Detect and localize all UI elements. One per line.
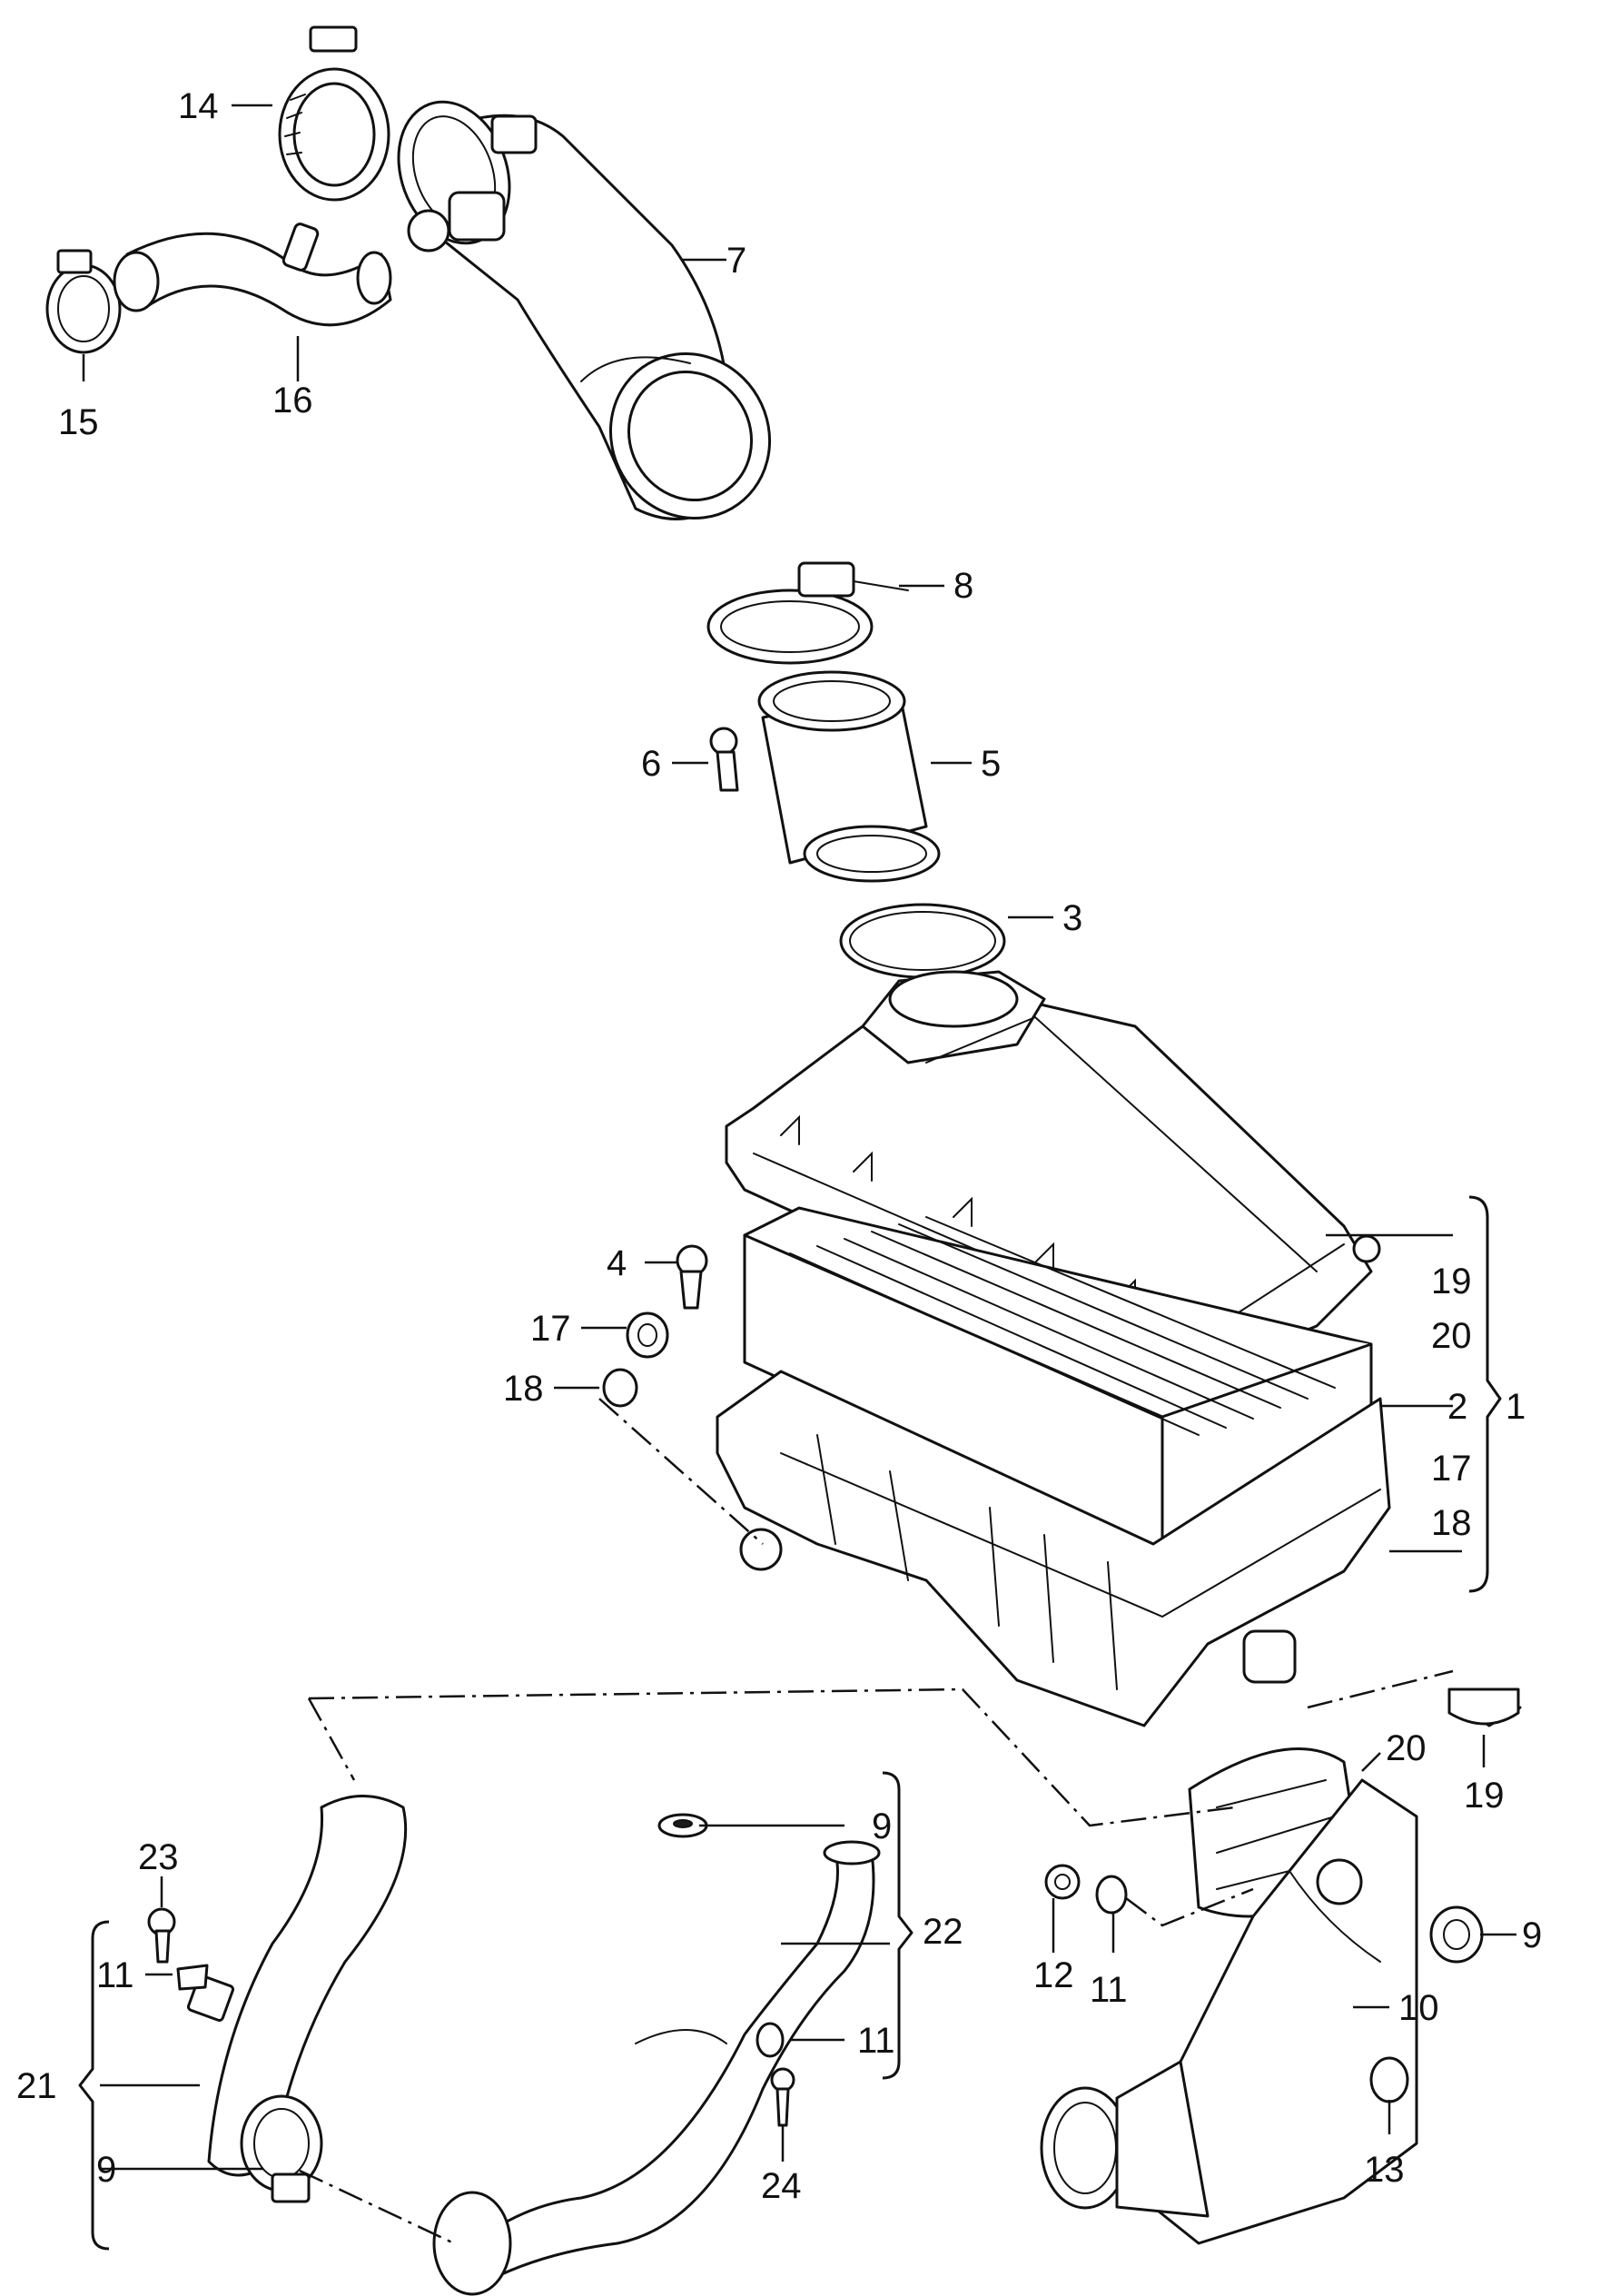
hose-clamp-8 — [706, 561, 909, 665]
callout-21: 21 — [16, 2066, 57, 2106]
connecting-piece-5 — [757, 670, 941, 883]
callout-18-bracket: 18 — [1431, 1503, 1472, 1543]
callout-11-center: 11 — [857, 2021, 895, 2061]
filter-housing-lower-part — [716, 1370, 1391, 1727]
filter-housing-upper-part — [725, 970, 1381, 1382]
screw-23 — [147, 1907, 176, 1964]
bushing-11-center — [756, 2022, 785, 2058]
callout-20-bracket: 20 — [1431, 1316, 1472, 1356]
callout-9-right: 9 — [1522, 1915, 1542, 1955]
intake-elbow-7 — [397, 100, 772, 520]
callout-14: 14 — [178, 86, 219, 126]
intake-hose-21 — [186, 1795, 408, 2192]
breather-hose-16 — [113, 223, 392, 327]
callout-12: 12 — [1033, 1955, 1074, 1995]
assembly-line-housing-to-hose — [598, 1398, 764, 1545]
callout-8: 8 — [953, 566, 973, 606]
callout-labels: 14 7 15 16 8 6 5 3 4 17 18 19 20 2 1 17 … — [16, 86, 1542, 2206]
callout-7: 7 — [726, 241, 746, 281]
leader-lines — [82, 104, 1516, 2171]
assembly-line-bottom-left — [299, 2169, 455, 2245]
callout-2: 2 — [1447, 1387, 1467, 1427]
callout-9-bottom-left: 9 — [96, 2150, 116, 2190]
callout-10: 10 — [1398, 1988, 1439, 2028]
grommet-17 — [626, 1311, 669, 1359]
callout-4: 4 — [607, 1243, 627, 1283]
screw-6 — [709, 727, 739, 792]
bushing-18 — [602, 1368, 638, 1408]
nut-9-bottom-left — [271, 2172, 311, 2203]
callout-13: 13 — [1364, 2150, 1405, 2190]
callout-5: 5 — [981, 744, 1001, 784]
callout-22: 22 — [923, 1912, 963, 1952]
screw-24 — [770, 2067, 795, 2127]
brace-1 — [1468, 1195, 1502, 1593]
assembly-line-nut-to-air-guide — [1125, 1887, 1254, 1927]
grommet-9-right — [1429, 1905, 1484, 1964]
nut-11-left — [176, 1964, 209, 1991]
gasket-3 — [839, 903, 1006, 979]
callout-3: 3 — [1062, 898, 1082, 938]
bushing-11-right — [1095, 1875, 1128, 1915]
assembly-line-damper — [1307, 1669, 1454, 1709]
callout-17-left: 17 — [530, 1309, 571, 1349]
hose-clamp-15 — [45, 249, 122, 354]
callout-20-seal: 20 — [1386, 1728, 1427, 1768]
callout-23: 23 — [138, 1837, 179, 1877]
callout-18-left: 18 — [503, 1369, 544, 1409]
bushing-13 — [1369, 2056, 1409, 2103]
screw-4 — [676, 1244, 708, 1310]
damper-19 — [1447, 1687, 1522, 1727]
filter-element-2 — [743, 1206, 1373, 1555]
callout-16: 16 — [272, 381, 313, 421]
callout-19-damper: 19 — [1464, 1776, 1505, 1816]
callout-11-left: 11 — [96, 1955, 134, 1995]
callout-1: 1 — [1506, 1387, 1526, 1427]
assembly-line-hose-21-to-22 — [308, 1687, 1236, 1827]
callout-11-right: 11 — [1090, 1970, 1128, 2010]
hose-clamp-14 — [278, 25, 390, 202]
assembly-line-hose-21-lower — [307, 1697, 356, 1781]
callout-19-bracket: 19 — [1431, 1262, 1472, 1301]
air-guide-10 — [1040, 1778, 1418, 2245]
intake-pipe-22 — [432, 1840, 881, 2296]
callout-24: 24 — [761, 2166, 802, 2206]
nut-12 — [1044, 1864, 1081, 1900]
brace-22 — [882, 1771, 914, 2080]
callout-15: 15 — [58, 402, 99, 442]
callout-9-top: 9 — [872, 1806, 892, 1846]
brace-21 — [78, 1920, 110, 2251]
callout-17-bracket: 17 — [1431, 1449, 1472, 1489]
callout-6: 6 — [641, 744, 661, 784]
